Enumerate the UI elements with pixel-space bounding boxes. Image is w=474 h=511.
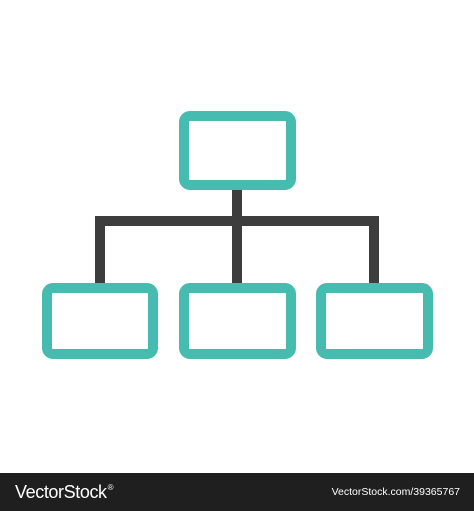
child-node-box-center [179, 283, 296, 359]
hierarchy-chart-icon [42, 111, 433, 359]
illustration-area [42, 111, 433, 359]
brand-name: VectorStock [15, 481, 107, 502]
image-credit: VectorStock.com/39365767 [331, 486, 460, 498]
brand-logo: VectorStock® [15, 481, 114, 503]
node-boxes [42, 111, 433, 359]
child-node-box-right [316, 283, 433, 359]
parent-node-box [179, 111, 296, 190]
connector-lines [95, 188, 379, 285]
child-node-box-left [42, 283, 158, 359]
registered-mark: ® [107, 482, 114, 492]
watermark-footer: VectorStock® VectorStock.com/39365767 [0, 473, 474, 511]
